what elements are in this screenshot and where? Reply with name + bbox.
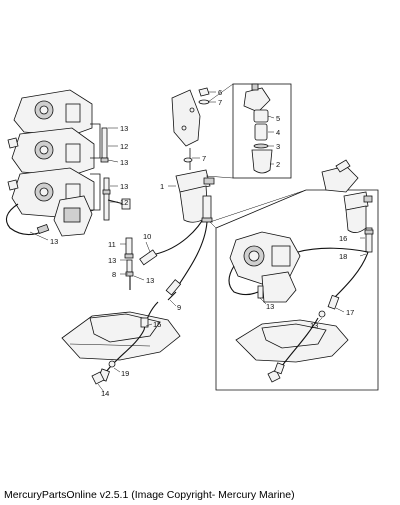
callout-4: 4 <box>276 128 280 137</box>
callout-13: 13 <box>146 276 154 285</box>
callout-8: 8 <box>112 270 116 279</box>
callout-1: 1 <box>160 182 164 191</box>
fuel-filter-right <box>321 159 374 253</box>
callout-11: 11 <box>108 240 116 249</box>
callout-2: 2 <box>276 160 280 169</box>
image-caption: MercuryPartsOnline v2.5.1 (Image Copyrig… <box>4 489 295 501</box>
callout-14: 14 <box>101 389 109 398</box>
right-detail-box <box>209 189 379 391</box>
callout-13: 13 <box>266 302 274 311</box>
callout-13: 13 <box>108 256 116 265</box>
callout-18: 18 <box>339 252 347 261</box>
callout-19: 19 <box>121 369 129 378</box>
callout-13: 13 <box>310 321 318 330</box>
callout-13: 13 <box>120 124 128 133</box>
callout-17: 17 <box>346 308 354 317</box>
callout-13: 13 <box>120 158 128 167</box>
callout-7: 7 <box>202 154 206 163</box>
callout-15: 15 <box>153 320 161 329</box>
fuel-system-diagram: 13 12 13 13 12 13 11 13 8 13 10 9 15 19 … <box>5 83 379 398</box>
fuel-hose-9 <box>177 221 208 287</box>
leader-lines <box>29 91 367 393</box>
carburetor-right <box>228 231 369 303</box>
callout-3: 3 <box>276 142 280 151</box>
callout-12: 12 <box>120 198 128 207</box>
callout-13: 13 <box>50 237 58 246</box>
filter-top-nut <box>183 87 210 163</box>
callout-6: 6 <box>218 88 222 97</box>
callout-12: 12 <box>120 142 128 151</box>
callout-13: 13 <box>120 182 128 191</box>
carburetor-stack-left <box>5 89 95 237</box>
fuel-filter-main <box>171 89 215 223</box>
callout-10: 10 <box>143 232 151 241</box>
callout-16: 16 <box>339 234 347 243</box>
engine-base-left <box>61 301 181 385</box>
carb-fittings-left <box>90 123 131 221</box>
callout-9: 9 <box>177 303 181 312</box>
callout-5: 5 <box>276 114 280 123</box>
right-lower-assembly <box>235 251 369 383</box>
callout-labels: 13 12 13 13 12 13 11 13 8 13 10 9 15 19 … <box>50 88 354 398</box>
filter-exploded-box <box>205 83 292 179</box>
callout-7: 7 <box>218 98 222 107</box>
